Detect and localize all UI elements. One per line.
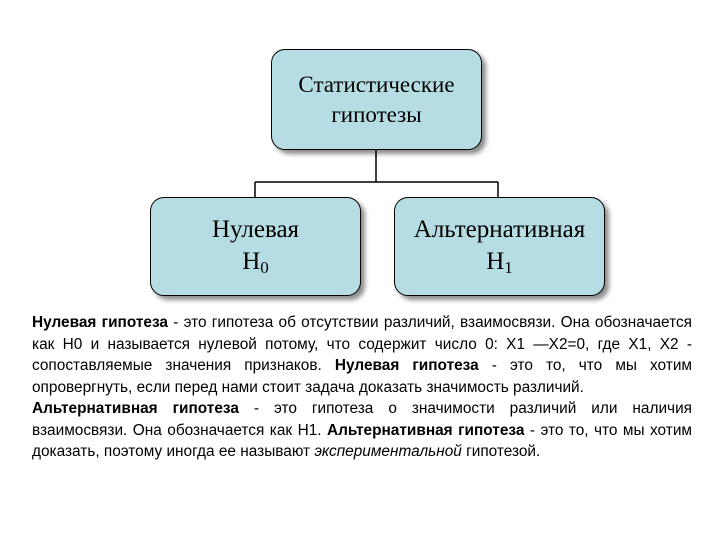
node-null-symbol: H0 xyxy=(242,246,269,279)
null-definition-text: - это гипотеза об отсутствии различий, в… xyxy=(32,314,692,374)
node-alternative-symbol: H1 xyxy=(486,246,513,279)
term-alternative-hypothesis: Альтернативная гипотеза xyxy=(32,400,239,417)
alternative-end-text: гипотезой. xyxy=(461,443,541,460)
node-alternative-hypothesis: Альтернативная H1 xyxy=(394,197,605,296)
node-null-hypothesis: Нулевая H0 xyxy=(150,197,361,296)
null-symbol-letter: H xyxy=(242,248,261,276)
term-experimental: экспериментальной xyxy=(314,443,462,460)
alternative-purpose-text: - это то, что мы хотим доказать, поэтому… xyxy=(32,421,693,461)
tree-connectors xyxy=(254,148,499,197)
null-hypothesis-paragraph: Нулевая гипотеза - это гипотеза об отсут… xyxy=(32,312,692,398)
explanation-text: Нулевая гипотеза - это гипотеза об отсут… xyxy=(32,312,692,463)
node-alternative-label: Альтернативная xyxy=(413,215,586,243)
null-purpose-text: - это то, что мы хотим опровергнуть, есл… xyxy=(32,357,693,396)
alternative-hypothesis-paragraph: Альтернативная гипотеза - это гипотеза о… xyxy=(32,398,692,463)
term-null-hypothesis-2: Нулевая гипотеза xyxy=(334,357,479,374)
alternative-definition-text: - это гипотеза о значимости различий или… xyxy=(32,400,692,439)
node-root-line2: гипотезы xyxy=(331,101,422,127)
alternative-symbol-letter: H xyxy=(486,248,505,276)
term-null-hypothesis: Нулевая гипотеза xyxy=(32,314,168,331)
alternative-symbol-subscript: 1 xyxy=(504,258,513,278)
term-alternative-hypothesis-2: Альтернативная гипотеза xyxy=(327,421,525,439)
node-null-label: Нулевая xyxy=(211,215,300,243)
node-root-line1: Статистические xyxy=(298,71,455,97)
node-statistical-hypotheses: Статистические гипотезы xyxy=(271,49,482,150)
hypotheses-diagram: Статистические гипотезы Нулевая H0 Альте… xyxy=(150,49,605,296)
null-symbol-subscript: 0 xyxy=(260,258,269,278)
